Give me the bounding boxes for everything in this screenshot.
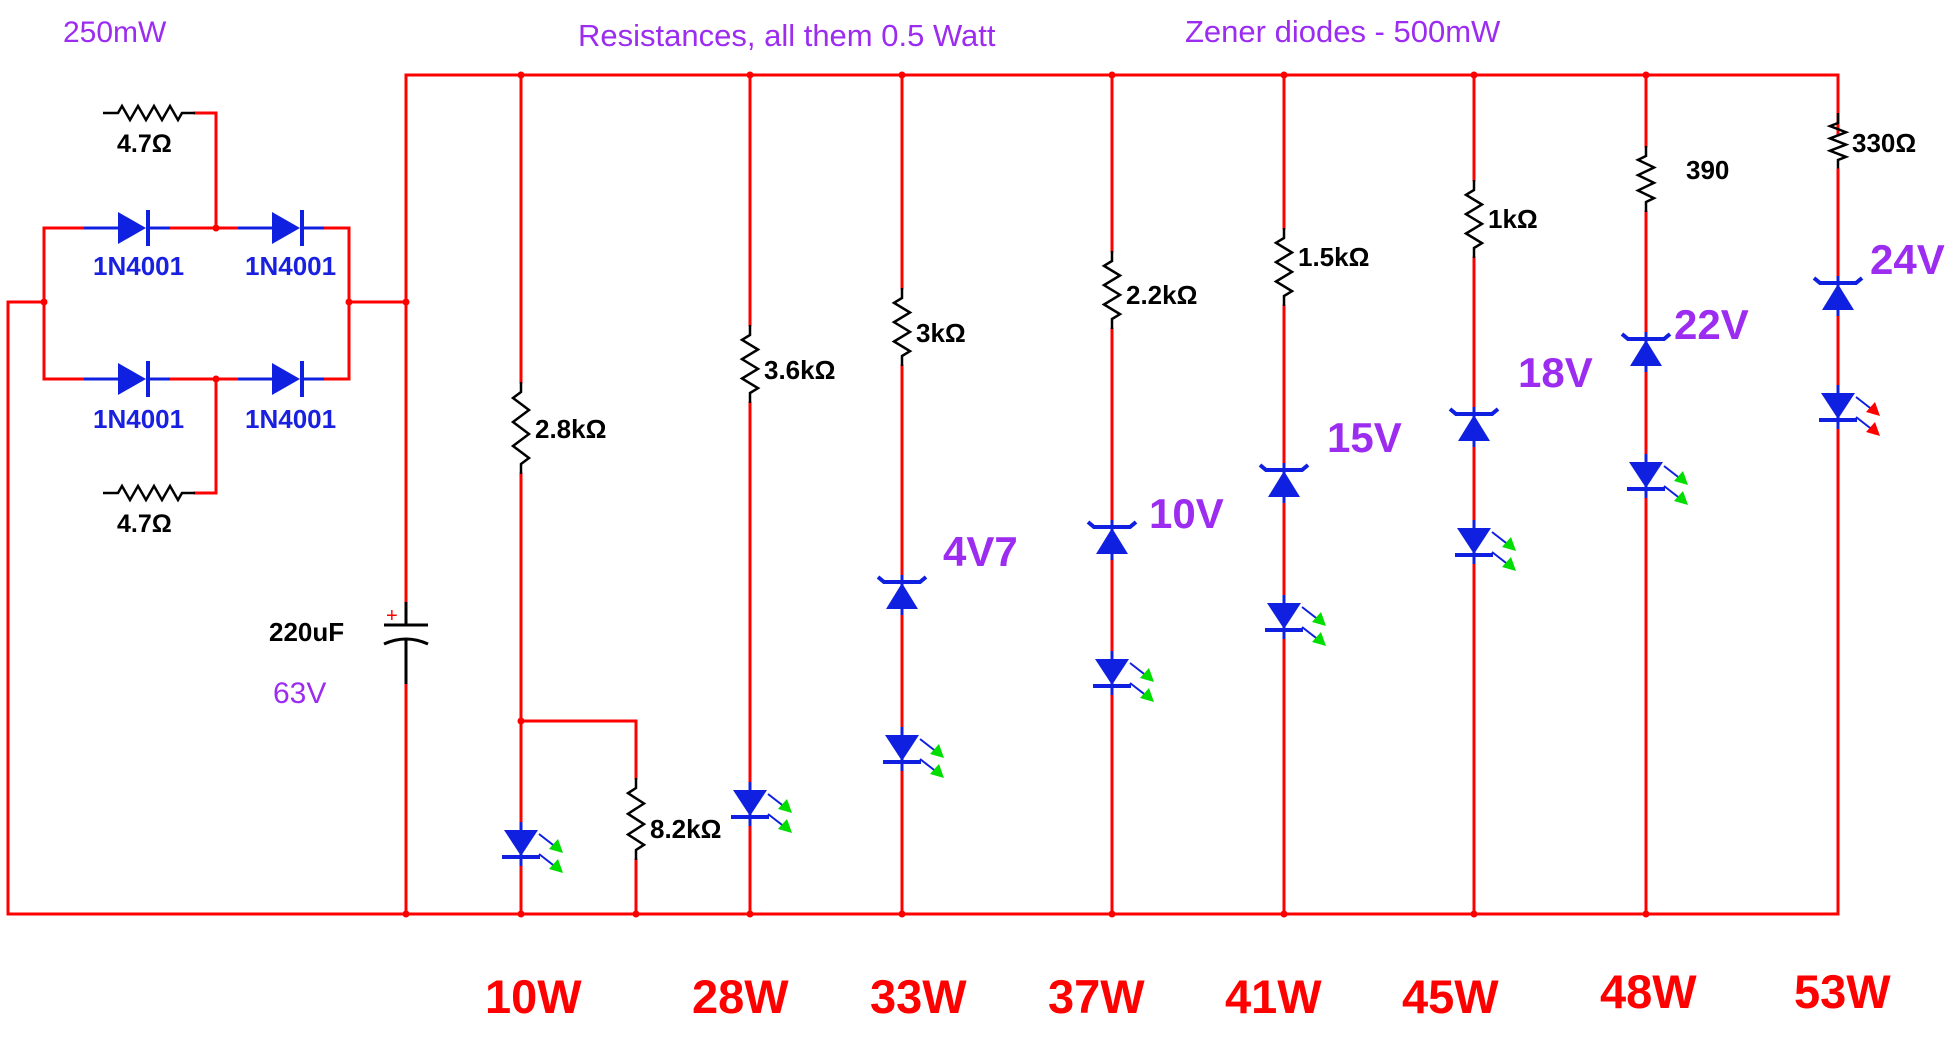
resistor-zigzag-icon [1635,146,1657,212]
led-icon [883,727,944,778]
shunt-resistor-label-10w: 8.2kΩ [650,814,721,844]
bridge-resistor-bottom-label: 4.7Ω [117,510,172,538]
zener-diode-icon [1812,276,1864,316]
power-label-10w: 10W [485,970,582,1023]
resistor-label-28w: 3.6kΩ [764,355,835,385]
power-label-37w: 37W [1048,970,1145,1023]
zener-label-41w: 15V [1327,414,1402,461]
resistor-label-53w: 330Ω [1852,128,1916,158]
resistor-rating-note: Resistances, all them 0.5 Watt [578,18,996,53]
zener-diode-icon [1258,463,1310,503]
diode-label-3: 1N4001 [93,404,184,434]
bridge-resistor-top: 4.7Ω [103,103,195,158]
bridge-resistor-top-label: 4.7Ω [117,130,172,158]
led-icon [1455,520,1516,571]
resistor-zigzag-icon [891,288,913,366]
power-label-28w: 28W [692,970,789,1023]
zener-diode-icon [1086,520,1138,560]
diode-icon [84,361,170,397]
polarized-capacitor-icon: + [383,602,429,684]
capacitor-voltage: 63V [273,677,326,710]
resistor-label-45w: 1kΩ [1488,204,1538,234]
diode-icon [238,210,324,246]
junction-nodes [40,71,1650,918]
bridge-resistor-bottom: 4.7Ω [103,483,195,538]
zener-diode-icon [1620,332,1672,372]
power-label-33w: 33W [870,970,967,1023]
diode-label-2: 1N4001 [245,251,336,281]
resistor-label-41w: 1.5kΩ [1298,242,1369,272]
capacitor-polarity: + [386,605,398,627]
power-label-41w: 41W [1225,970,1322,1023]
diode-label-4: 1N4001 [245,404,336,434]
diode-icon [238,361,324,397]
resistor-label-10w: 2.8kΩ [535,414,606,444]
resistor-label-37w: 2.2kΩ [1126,280,1197,310]
diode-label-1: 1N4001 [93,251,184,281]
led-icon [1819,385,1880,436]
zener-label-45w: 18V [1518,349,1593,396]
led-icon [1627,454,1688,505]
resistor-zigzag-icon [1826,113,1850,170]
zener-label-33w: 4V7 [943,528,1018,575]
diode-icon [84,210,170,246]
capacitor-value: 220uF [269,617,344,647]
wires [6,73,1840,916]
resistor-label-33w: 3kΩ [916,318,966,348]
zener-label-48w: 22V [1674,301,1749,348]
led-icon [1093,651,1154,702]
zener-label-37w: 10V [1149,490,1224,537]
power-label-45w: 45W [1402,970,1499,1023]
led-icon [731,782,792,833]
bridge-power-note: 250mW [63,16,167,49]
zener-label-53w: 24V [1870,236,1945,283]
resistor-label-48w: 390 [1686,155,1729,185]
resistor-zigzag-icon [739,325,761,403]
led-icon [1265,595,1326,646]
zener-diode-icon [1448,407,1500,447]
led-icon [502,822,563,873]
branch-devices [502,113,1880,873]
resistor-zigzag-icon [510,382,532,474]
resistor-zigzag-icon [625,778,647,860]
zener-diode-icon [876,575,928,615]
power-label-53w: 53W [1794,965,1891,1018]
power-label-48w: 48W [1600,965,1697,1018]
resistor-zigzag-icon [1101,251,1123,329]
resistor-zigzag-icon [1273,228,1295,306]
resistor-zigzag-icon [1463,180,1485,258]
zener-rating-note: Zener diodes - 500mW [1185,14,1501,49]
